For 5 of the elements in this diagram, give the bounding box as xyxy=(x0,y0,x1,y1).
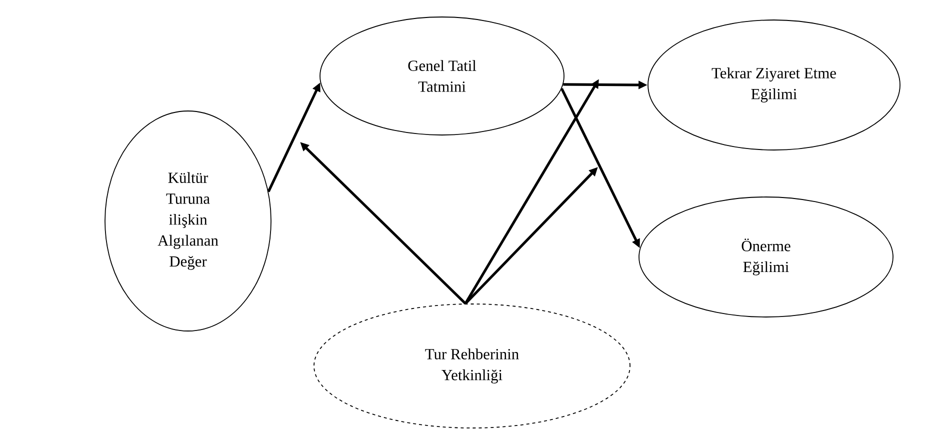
ellipse-node: Tekrar Ziyaret Etme Eğilimi xyxy=(648,20,900,150)
ellipse-node: Genel Tatil Tatmini xyxy=(320,16,564,136)
ellipse-node: Kültür Turuna ilişkin Algılanan Değer xyxy=(104,110,272,332)
ellipse-node: Tur Rehberinin Yetkinliği xyxy=(314,304,630,428)
ellipse-node: Önerme Eğilimi xyxy=(638,196,894,318)
